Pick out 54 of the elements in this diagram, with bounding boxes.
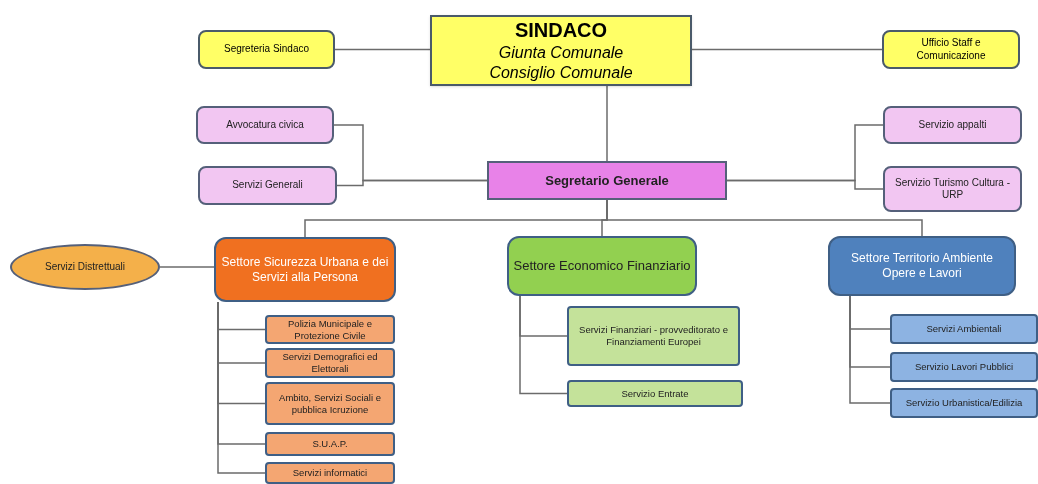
title-text: SINDACO [514,18,608,43]
connector-line [606,199,923,237]
connector-line [334,48,431,51]
service-box [890,388,1038,418]
connector-line [159,266,215,268]
connector-line [606,85,608,162]
node-label: Settore Economico Finanziario [513,257,691,275]
service-box [890,352,1038,382]
node-label: Ufficio Staff e Comunicazione [915,37,987,62]
node-label: S.U.A.P. [312,438,348,450]
sector-box [828,236,1016,296]
node-label: Polizia Municipale e Protezione Civile [287,317,373,342]
service-box [567,306,740,366]
node-label: Servizi Ambientali [926,323,1002,335]
node-label: Ambito, Servizi Sociali e pubblica Icruzione [278,391,382,416]
office-box [883,106,1022,144]
node-label: Segretario Generale [545,171,669,190]
service-box [567,380,743,407]
service-box [265,462,395,484]
service-box [265,315,395,344]
node-label: Servizio appalti [918,118,987,132]
node-label: Servizi Generali [232,179,303,192]
service-box [265,382,395,425]
node-label: Servizio Turismo Cultura - URP [894,176,1011,202]
mayor-box [430,15,692,86]
sector-box [507,236,697,296]
node-label: Servizi Distrettuali [45,260,125,274]
office-box [198,30,335,69]
service-box [265,348,395,378]
node-label: Servizi Finanziari - provveditorato e Finanziamenti Europei [578,324,729,348]
node-label: Servizi informatici [292,467,368,479]
secretary-box [487,161,727,200]
node-label: Servizio Urbanistica/Edilizia [905,397,1023,409]
office-box [196,106,334,144]
node-label: Servizio Lavori Pubblici [914,361,1014,373]
subtitle-text: Giunta Comunale Consiglio Comunale [488,43,634,83]
connector-line [849,295,891,404]
connector-line [519,295,568,395]
sector-box [214,237,396,302]
node-label: Segreteria Sindaco [223,43,310,56]
office-box [883,166,1022,212]
office-box [198,166,337,205]
connector-line [726,179,884,190]
service-box [890,314,1038,344]
node-label: Servizi Demografici ed Elettorali [281,351,379,375]
connector-line [336,179,488,187]
node-label: Settore Sicurezza Urbana e dei Servizi alla Persona [220,254,390,285]
office-box [882,30,1020,69]
node-label: Servizio Entrate [621,387,689,400]
connector-line [217,301,266,474]
service-box [265,432,395,456]
node-label: Avvocatura civica [226,118,304,132]
node-label: Settore Territorio Ambiente Opere e Lavori [850,251,994,281]
connector-line [691,48,883,51]
